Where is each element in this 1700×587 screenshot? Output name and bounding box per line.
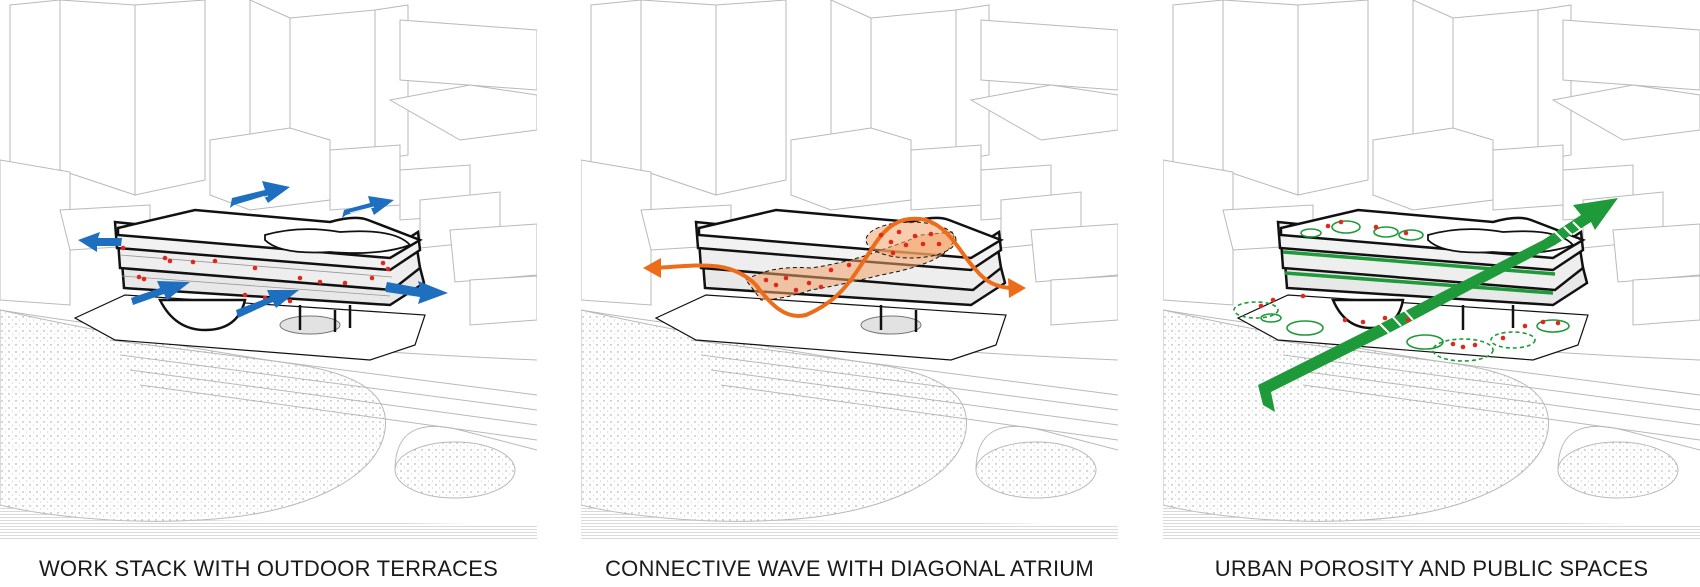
city-context — [0, 0, 537, 326]
building-stack — [113, 208, 426, 332]
diagram-porosity — [1163, 0, 1700, 540]
terrace-arrows — [78, 181, 448, 318]
caption-porosity: URBAN POROSITY AND PUBLIC SPACES — [1214, 556, 1649, 581]
diagram-wave — [581, 0, 1118, 540]
connective-wave — [655, 216, 1012, 318]
caption-terraces: WORK STACK WITH OUTDOOR TERRACES — [38, 556, 499, 581]
city-context — [581, 0, 1118, 326]
site-pad — [1236, 294, 1589, 361]
site-pad — [73, 294, 426, 361]
diagram-panel-terraces — [0, 0, 537, 540]
wave-arrowheads — [643, 258, 1026, 298]
arrow-glints — [239, 195, 375, 214]
people-markers — [1258, 219, 1561, 350]
city-context — [1163, 0, 1700, 326]
green-floor-bands — [1282, 250, 1556, 295]
caption-wave: CONNECTIVE WAVE WITH DIAGONAL ATRIUM — [605, 556, 1094, 581]
public-space-circles — [1233, 220, 1570, 362]
site-pad — [654, 294, 1007, 361]
water-hatch — [1163, 505, 1700, 540]
water-hatch — [0, 505, 537, 540]
porosity-arrow — [1258, 198, 1618, 412]
water-hatch — [581, 505, 1118, 540]
diagram-panel-porosity — [1163, 0, 1700, 540]
people-markers — [763, 229, 942, 293]
diagram-panel-wave — [581, 0, 1118, 540]
arrow-stripes — [1377, 221, 1582, 334]
diagram-terraces — [0, 0, 537, 540]
people-markers — [120, 245, 391, 304]
